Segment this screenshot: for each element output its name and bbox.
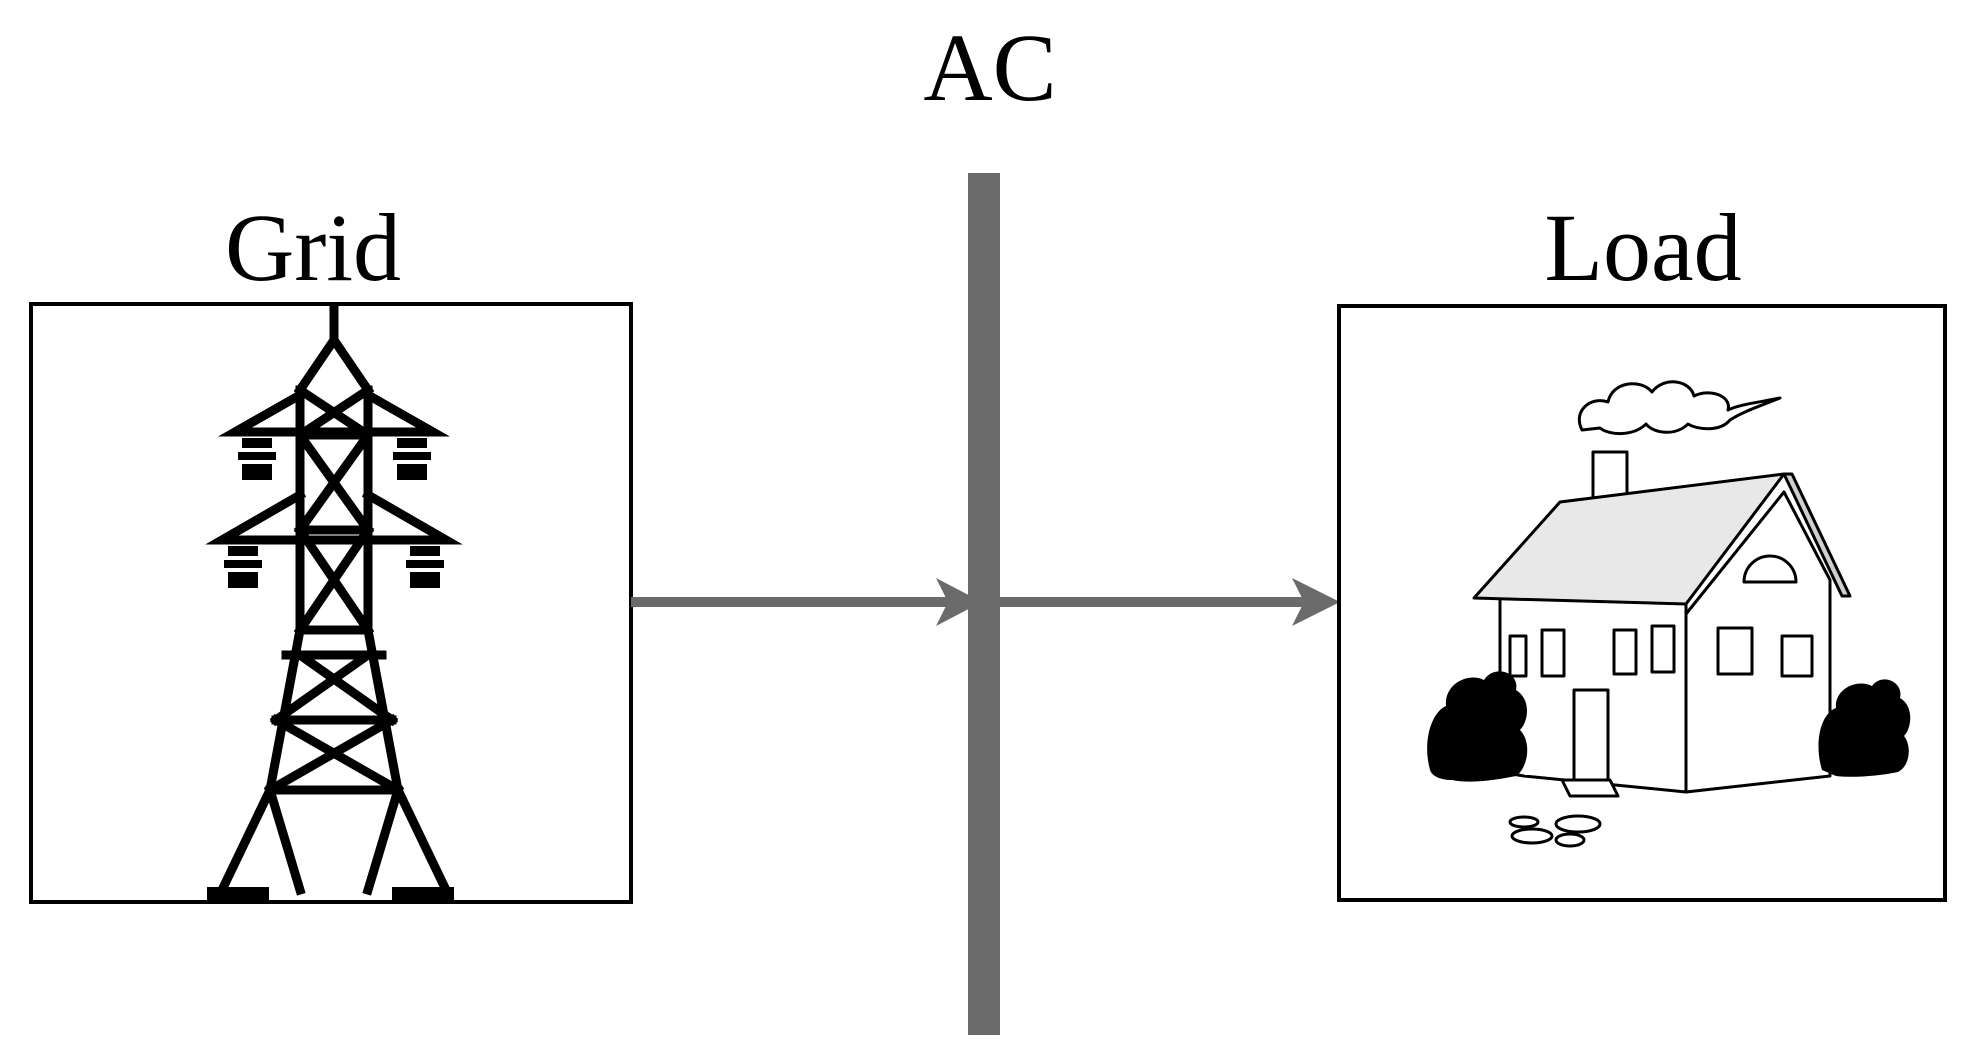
- bus-to-load-arrow: [1000, 578, 1340, 626]
- transmission-tower-icon: [205, 303, 463, 897]
- grid-box: [29, 302, 633, 904]
- grid-to-bus-arrow: [631, 578, 982, 626]
- bus-label: AC: [923, 14, 1056, 121]
- bush-icons: [1427, 671, 1911, 782]
- house-icon: [1472, 380, 1852, 848]
- grid-label: Grid: [225, 194, 401, 301]
- tower-base-icon: [207, 887, 454, 901]
- load-label: Load: [1544, 194, 1741, 301]
- insulator-icons: [224, 438, 444, 588]
- smoke-icon: [1578, 380, 1782, 435]
